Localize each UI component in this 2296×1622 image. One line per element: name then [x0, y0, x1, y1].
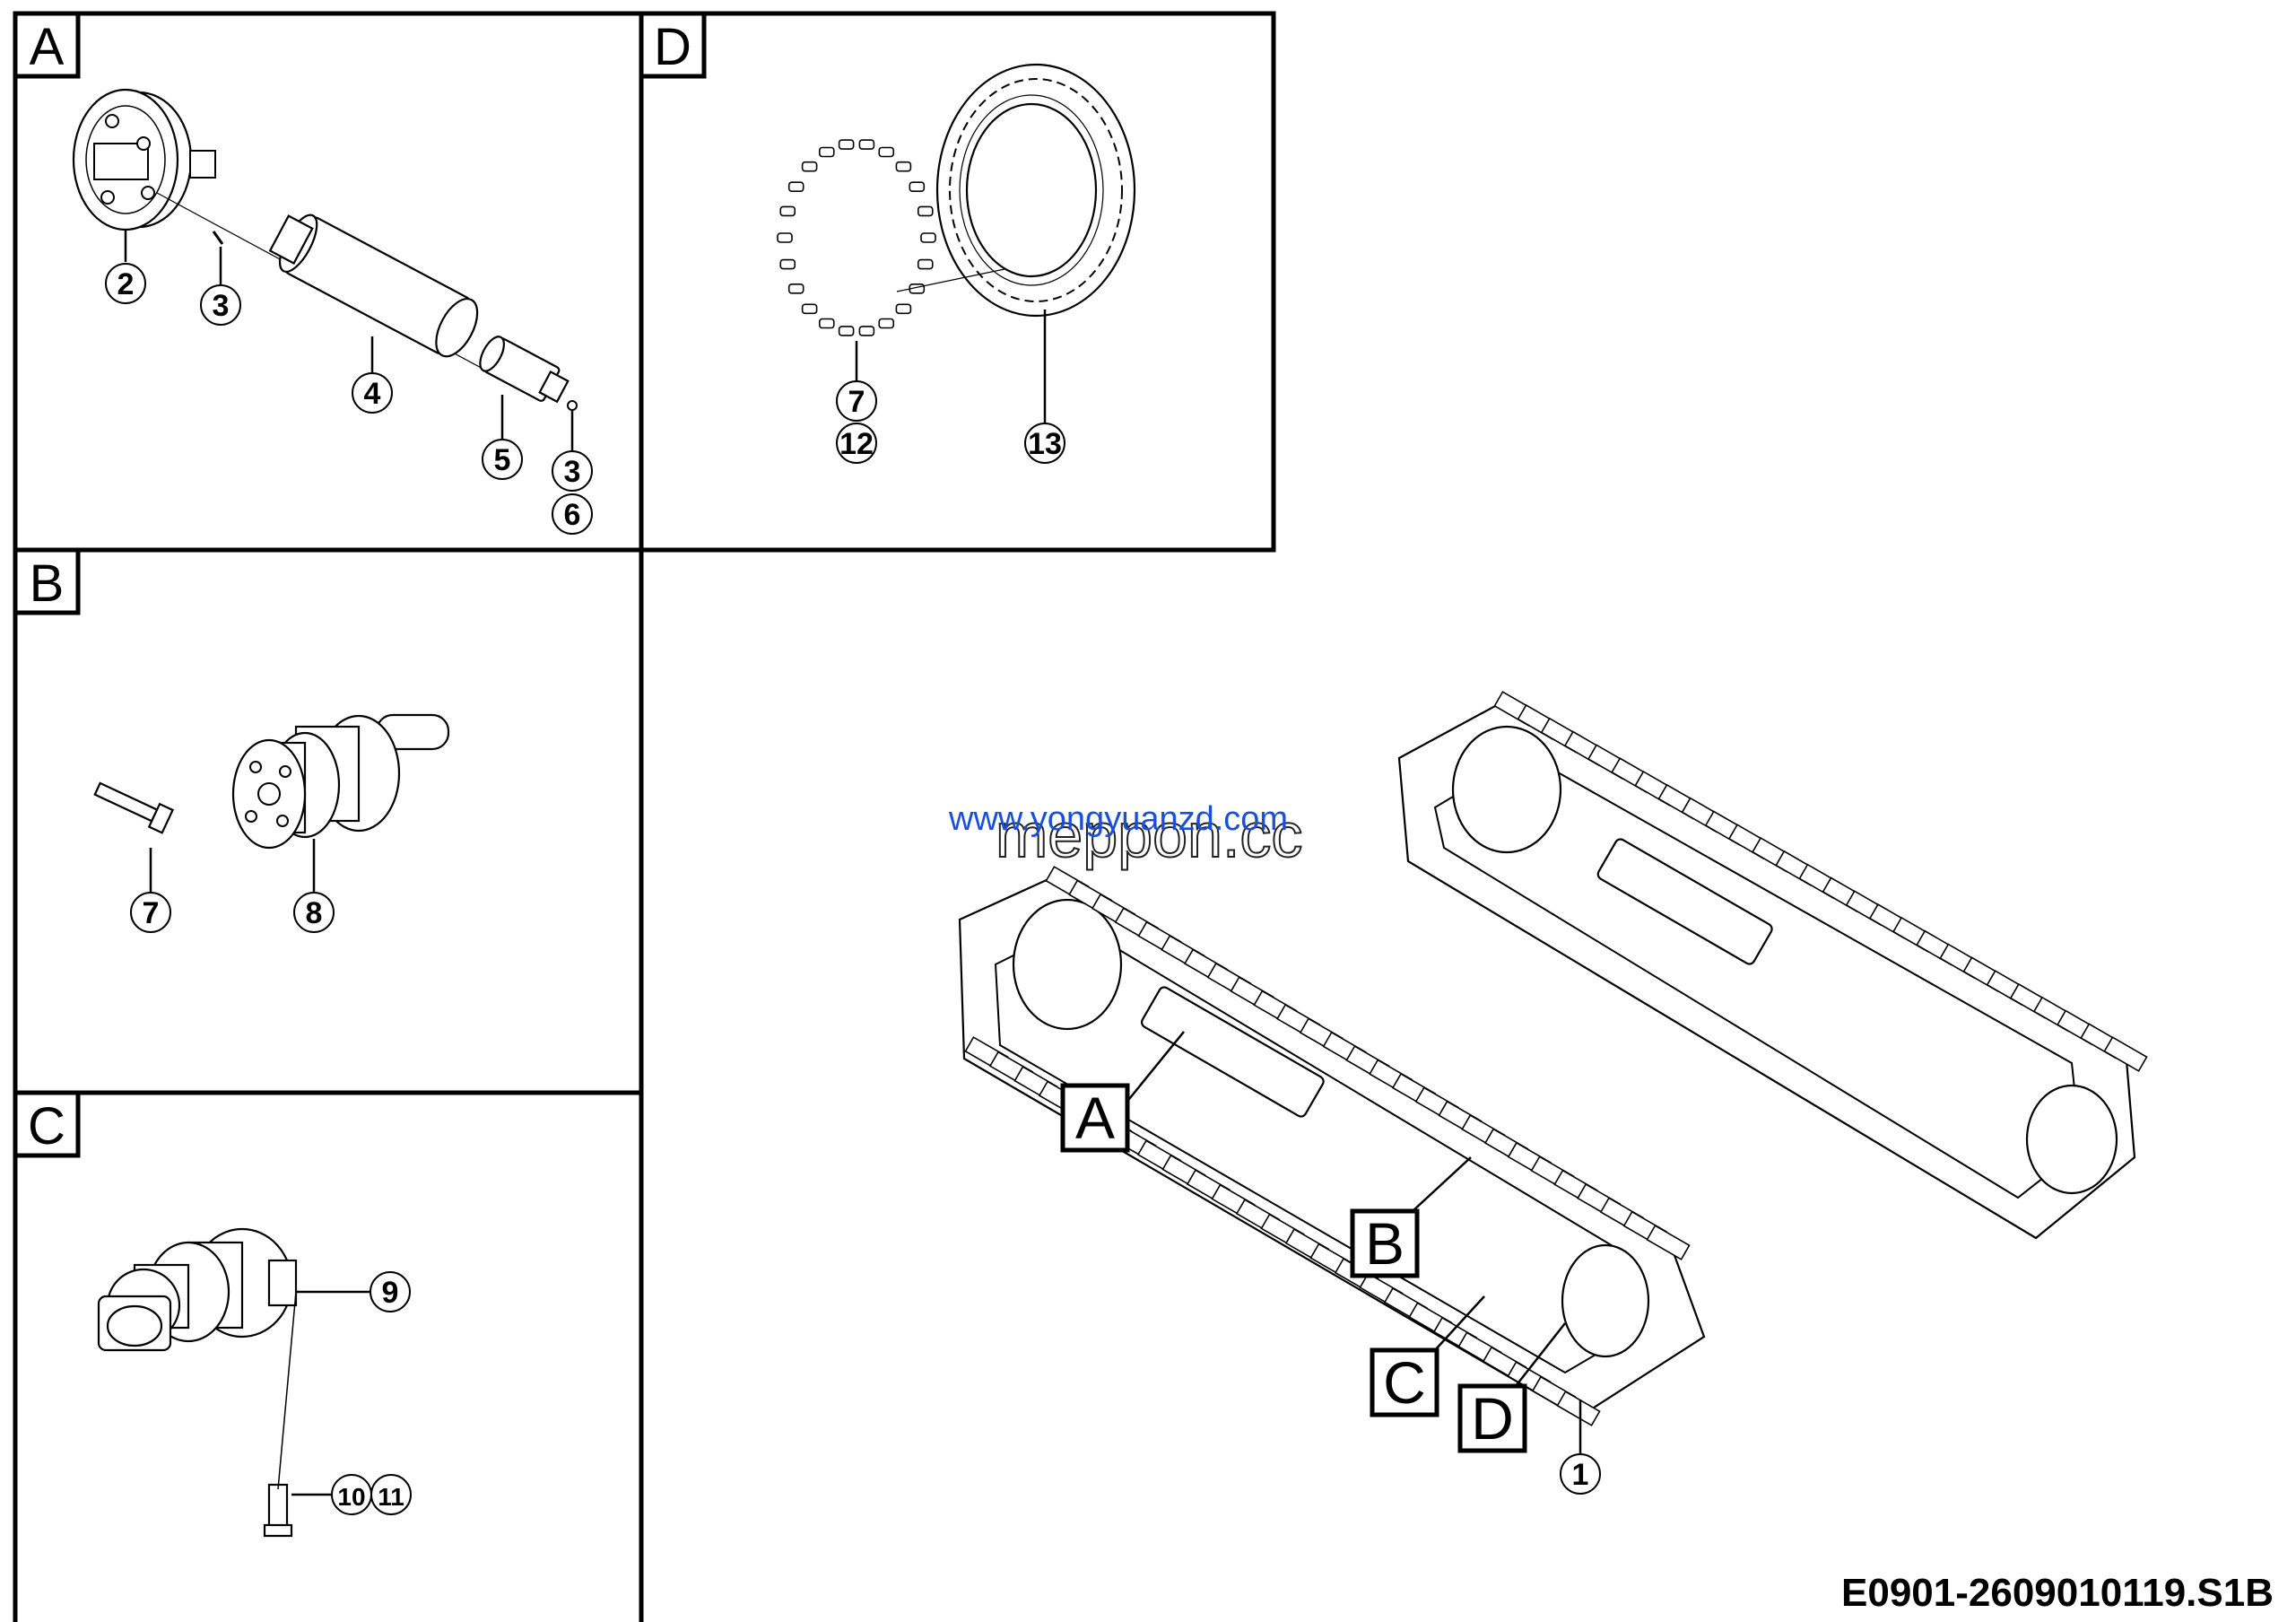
svg-text:B: B: [1365, 1210, 1405, 1277]
callout-3b: 3: [552, 450, 593, 492]
svg-text:12: 12: [839, 427, 874, 461]
callout-6: 6: [552, 493, 593, 535]
panel-a-leaders: [124, 230, 574, 453]
svg-text:10: 10: [337, 1483, 365, 1511]
drawing-reference-code: E0901-2609010119.S1B: [1841, 1571, 2274, 1615]
svg-text:A: A: [30, 18, 65, 76]
svg-text:4: 4: [364, 377, 381, 411]
svg-text:C: C: [1383, 1349, 1426, 1416]
svg-text:13: 13: [1028, 427, 1062, 461]
svg-text:1: 1: [1572, 1458, 1589, 1492]
svg-text:C: C: [28, 1097, 65, 1155]
panel-c-callouts: 9 10 11: [331, 1271, 412, 1515]
panel-b-leaders: [149, 839, 316, 893]
svg-text:8: 8: [306, 896, 323, 930]
svg-text:7: 7: [848, 385, 865, 419]
overview-label-b: B: [1350, 1156, 1472, 1278]
callout-5: 5: [482, 439, 523, 480]
crawler-tracks-drawing: [958, 691, 2148, 1426]
callout-10: 10: [331, 1474, 372, 1515]
svg-text:B: B: [30, 554, 65, 613]
panel-d-callouts: 7 12 13: [836, 380, 1065, 464]
callout-7-d: 7: [836, 380, 877, 422]
carrier-roller-drawing: [97, 1227, 298, 1538]
svg-text:6: 6: [564, 498, 581, 532]
panel-tab-b: B: [13, 547, 81, 615]
callout-1: 1: [1560, 1400, 1601, 1495]
panel-c-leaders: [277, 1290, 370, 1496]
bolt-ring-drawing: [777, 139, 936, 336]
panel-b-callouts: 7 8: [130, 892, 335, 933]
panel-d-leaders: [855, 310, 1047, 423]
sprocket-drawing: [935, 63, 1136, 318]
svg-text:7: 7: [143, 896, 160, 930]
panel-tab-a: A: [13, 11, 81, 79]
callout-2: 2: [105, 263, 146, 304]
overview-label-a: A: [1060, 1031, 1185, 1153]
callout-9: 9: [370, 1271, 411, 1312]
svg-text:3: 3: [564, 455, 581, 489]
svg-text:9: 9: [382, 1276, 399, 1310]
callout-4: 4: [352, 372, 393, 414]
callout-8: 8: [293, 892, 335, 933]
callout-7-b: 7: [130, 892, 171, 933]
bolt-drawing: [93, 781, 175, 834]
track-left: [958, 873, 1706, 1419]
svg-text:A: A: [1075, 1085, 1115, 1151]
overview-label-c: C: [1370, 1295, 1485, 1417]
panel-tab-d: D: [639, 11, 707, 79]
panel-tab-c: C: [13, 1090, 81, 1158]
svg-text:3: 3: [213, 289, 230, 323]
svg-text:11: 11: [378, 1483, 404, 1511]
svg-text:www.yongyuanzd.com: www.yongyuanzd.com: [948, 800, 1288, 838]
callout-12: 12: [836, 423, 877, 464]
callout-3: 3: [200, 284, 241, 326]
overview-labels: A B C D 1: [1060, 1031, 1601, 1495]
callout-13: 13: [1024, 423, 1065, 464]
track-roller-drawing: [231, 713, 450, 850]
watermark: meppon.cc www.yongyuanzd.com: [948, 799, 1303, 871]
svg-text:D: D: [654, 18, 691, 76]
svg-text:D: D: [1471, 1385, 1514, 1452]
svg-text:2: 2: [117, 267, 135, 301]
overview-label-d: D: [1457, 1322, 1566, 1453]
panel-frames: [13, 11, 1276, 1622]
svg-text:5: 5: [494, 443, 511, 477]
callout-11: 11: [370, 1474, 412, 1515]
svg-text:meppon.cc: meppon.cc: [996, 800, 1302, 870]
panel-a-callouts: 2 3 4 5 3 6: [105, 263, 593, 535]
track-right: [1397, 698, 2136, 1240]
idler-assembly-drawing: [72, 88, 578, 411]
